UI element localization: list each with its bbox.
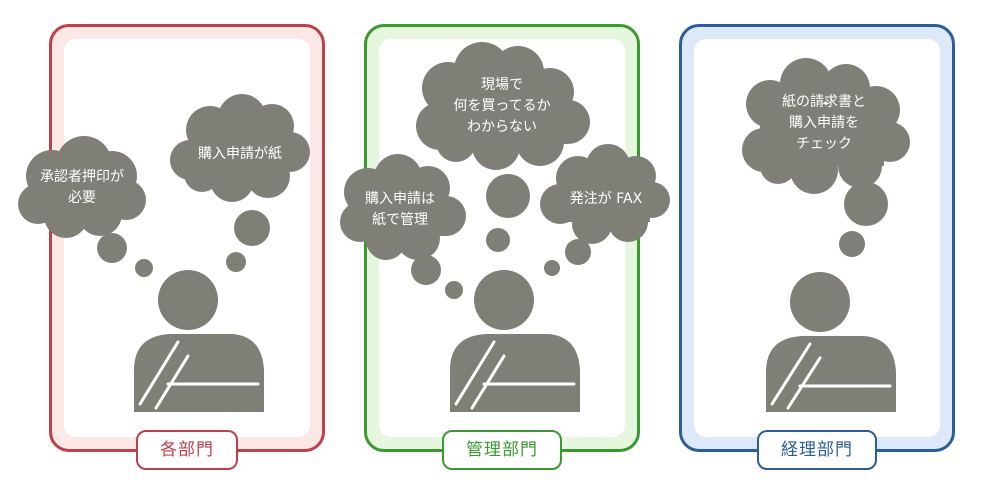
thought-line: 現場で: [481, 77, 523, 93]
thought-line: 必要: [68, 190, 96, 206]
department-label: 経理部門: [757, 430, 877, 470]
thought-text: 購入申請は 紙で管理: [352, 189, 448, 231]
thought-line: 何を買ってるか: [453, 98, 551, 114]
thought-line: チェック: [796, 136, 852, 152]
panel-inner: [64, 39, 310, 437]
department-label: 管理部門: [442, 430, 562, 470]
thought-text: 購入申請が紙: [190, 144, 290, 165]
thought-text: 承認者押印が 必要: [34, 167, 130, 209]
thought-line: 承認者押印が: [40, 169, 124, 185]
department-label: 各部門: [136, 430, 238, 470]
thought-line: 購入申請は: [365, 191, 435, 207]
thought-line: わからない: [467, 119, 537, 135]
thought-line: 紙の請求書と: [782, 94, 866, 110]
thought-line: 発注が FAX: [569, 191, 643, 207]
thought-line: 紙で管理: [372, 212, 428, 228]
thought-line: 購入申請を: [789, 115, 859, 131]
thought-line: 購入申請が紙: [198, 146, 282, 162]
thought-text: 現場で 何を買ってるか わからない: [436, 75, 568, 138]
panel-accounting-department: 経理部門: [679, 24, 955, 470]
thought-text: 発注が FAX: [558, 189, 654, 210]
thought-text: 紙の請求書と 購入申請を チェック: [762, 92, 886, 155]
panel-general-departments: 各部門: [49, 24, 325, 470]
